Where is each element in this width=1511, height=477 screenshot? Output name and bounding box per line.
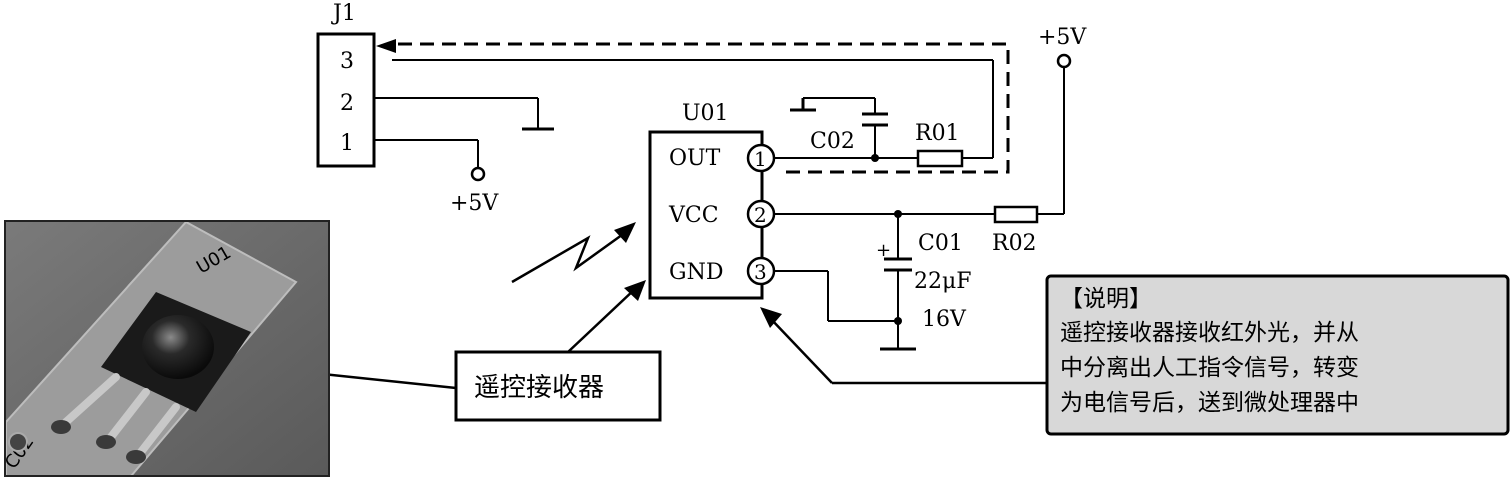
- callout-arrow-head-icon: [624, 280, 646, 301]
- connector-pin-3: 3: [340, 49, 354, 74]
- note-box: [1045, 274, 1510, 436]
- junction-dot: [871, 154, 879, 162]
- ic-pin-num-2: 2: [754, 203, 767, 227]
- note-line-1: 遥控接收器接收红外光，并从: [1060, 320, 1359, 346]
- callout-label: 遥控接收器: [474, 373, 604, 403]
- c01-voltage: 16V: [922, 307, 967, 332]
- receiver-leads: [62, 373, 180, 456]
- connector-pin-2: 2: [340, 91, 354, 116]
- infrared-signal-icon: [511, 230, 627, 284]
- pin1-supply-wire: [374, 139, 486, 182]
- c01-label: C01: [918, 231, 963, 256]
- ic-pin-num-1: 1: [754, 147, 767, 171]
- resistor-r01: [916, 149, 964, 168]
- connector-pin-1: 1: [340, 131, 354, 156]
- callout-arrow-head-icon: [760, 307, 782, 328]
- c01-value: 22μF: [914, 269, 972, 294]
- junction-dot: [894, 317, 902, 325]
- note-line-3: 为电信号后，送到微处理器中: [1060, 390, 1359, 416]
- connector-j1-body: [316, 32, 376, 168]
- gnd-network: [774, 270, 898, 322]
- note-line-2: 中分离出人工指令信号，转变: [1060, 355, 1359, 381]
- receiver-photo: U01 C02: [4, 220, 330, 477]
- c01-polarity: +: [876, 240, 891, 261]
- connector-j1-label: J1: [331, 1, 356, 26]
- pin2-ground-wire: [374, 97, 554, 131]
- r02-label: R02: [992, 231, 1037, 256]
- signal-wire-out: [392, 59, 994, 159]
- receiver-dome: [142, 315, 214, 379]
- junction-dot: [894, 210, 902, 218]
- out-network: [774, 97, 918, 159]
- resistor-r02: [993, 205, 1039, 224]
- arrow-head-icon: [376, 39, 396, 53]
- note-title: 【说明】: [1060, 286, 1152, 312]
- ic-pin-label-gnd: GND: [669, 260, 723, 285]
- ic-pin-num-3: 3: [754, 260, 767, 284]
- ic-pin-label-vcc: VCC: [668, 203, 719, 228]
- ic-u01: U01 OUT VCC GND 1 2 3: [648, 101, 776, 300]
- vcc-network: [774, 53, 1072, 351]
- connector-j1: J1 3 2 1: [316, 1, 376, 168]
- ic-label: U01: [682, 101, 729, 126]
- dashed-shield-outline: [398, 42, 1010, 174]
- ic-pin-label-out: OUT: [669, 146, 721, 171]
- r01-label: R01: [915, 121, 960, 146]
- c02-label: C02: [810, 129, 855, 154]
- callout-box: [454, 350, 662, 422]
- supply-label-top: +5V: [1038, 25, 1087, 50]
- supply-label-connector: +5V: [450, 191, 499, 216]
- ir-arrow-head-icon: [614, 222, 636, 243]
